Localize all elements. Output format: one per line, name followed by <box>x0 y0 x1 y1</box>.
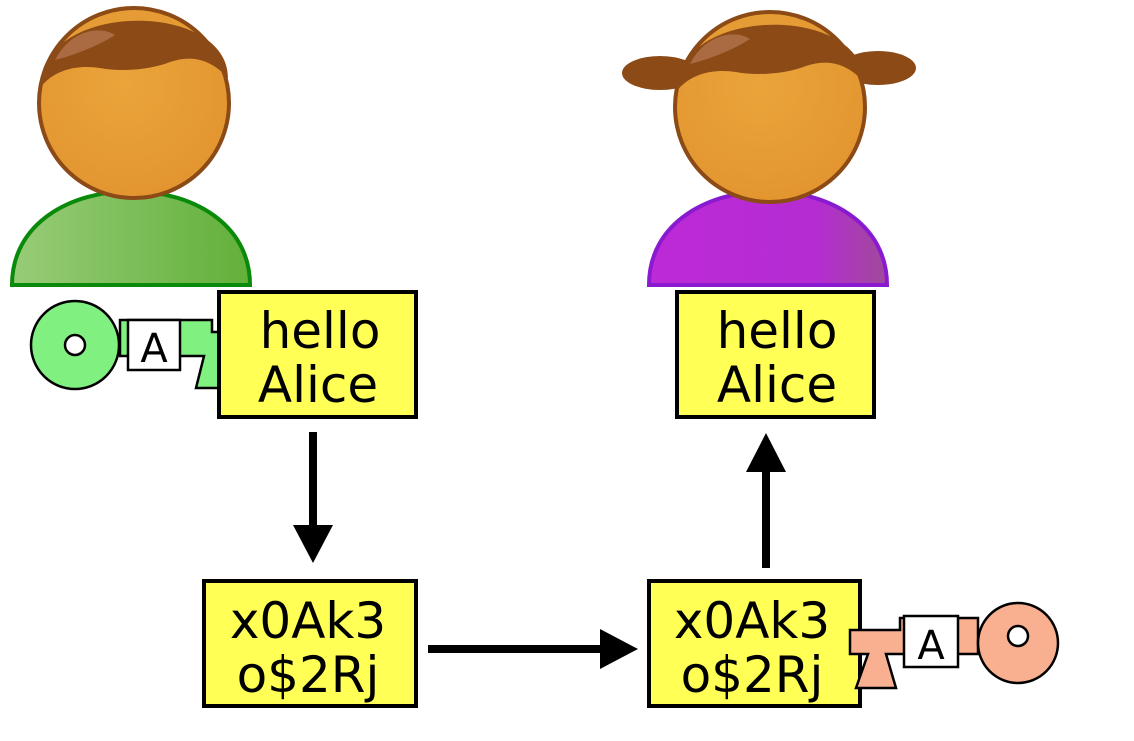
encrypt-key-icon: A <box>29 299 242 391</box>
receiver-message-line2: Alice <box>717 356 837 414</box>
sender-ciphertext-line1: x0Ak3 <box>230 592 386 650</box>
sender-ciphertext-box: x0Ak3 o$2Rj <box>202 579 418 708</box>
sender-message-line1: hello <box>260 302 381 360</box>
decrypt-key-label: A <box>917 623 945 669</box>
sender-person-icon <box>9 6 253 287</box>
receiver-ciphertext-line2: o$2Rj <box>681 646 824 704</box>
transmit-arrow <box>428 629 638 669</box>
sender-shirt <box>9 189 253 287</box>
sender-ciphertext-line2: o$2Rj <box>237 646 380 704</box>
receiver-message-box: hello Alice <box>675 290 876 419</box>
receiver-ciphertext-box: x0Ak3 o$2Rj <box>647 579 862 708</box>
receiver-ciphertext-line1: x0Ak3 <box>674 592 830 650</box>
encrypt-key-label: A <box>140 326 168 372</box>
receiver-person-icon <box>622 10 916 287</box>
receiver-shirt <box>646 189 890 287</box>
sender-message-line2: Alice <box>258 356 378 414</box>
sender-message-box: hello Alice <box>217 290 418 419</box>
decrypt-arrow <box>746 433 786 568</box>
encrypt-arrow <box>293 432 333 563</box>
decrypt-key-icon: A <box>848 601 1060 690</box>
receiver-message-line1: hello <box>717 302 838 360</box>
